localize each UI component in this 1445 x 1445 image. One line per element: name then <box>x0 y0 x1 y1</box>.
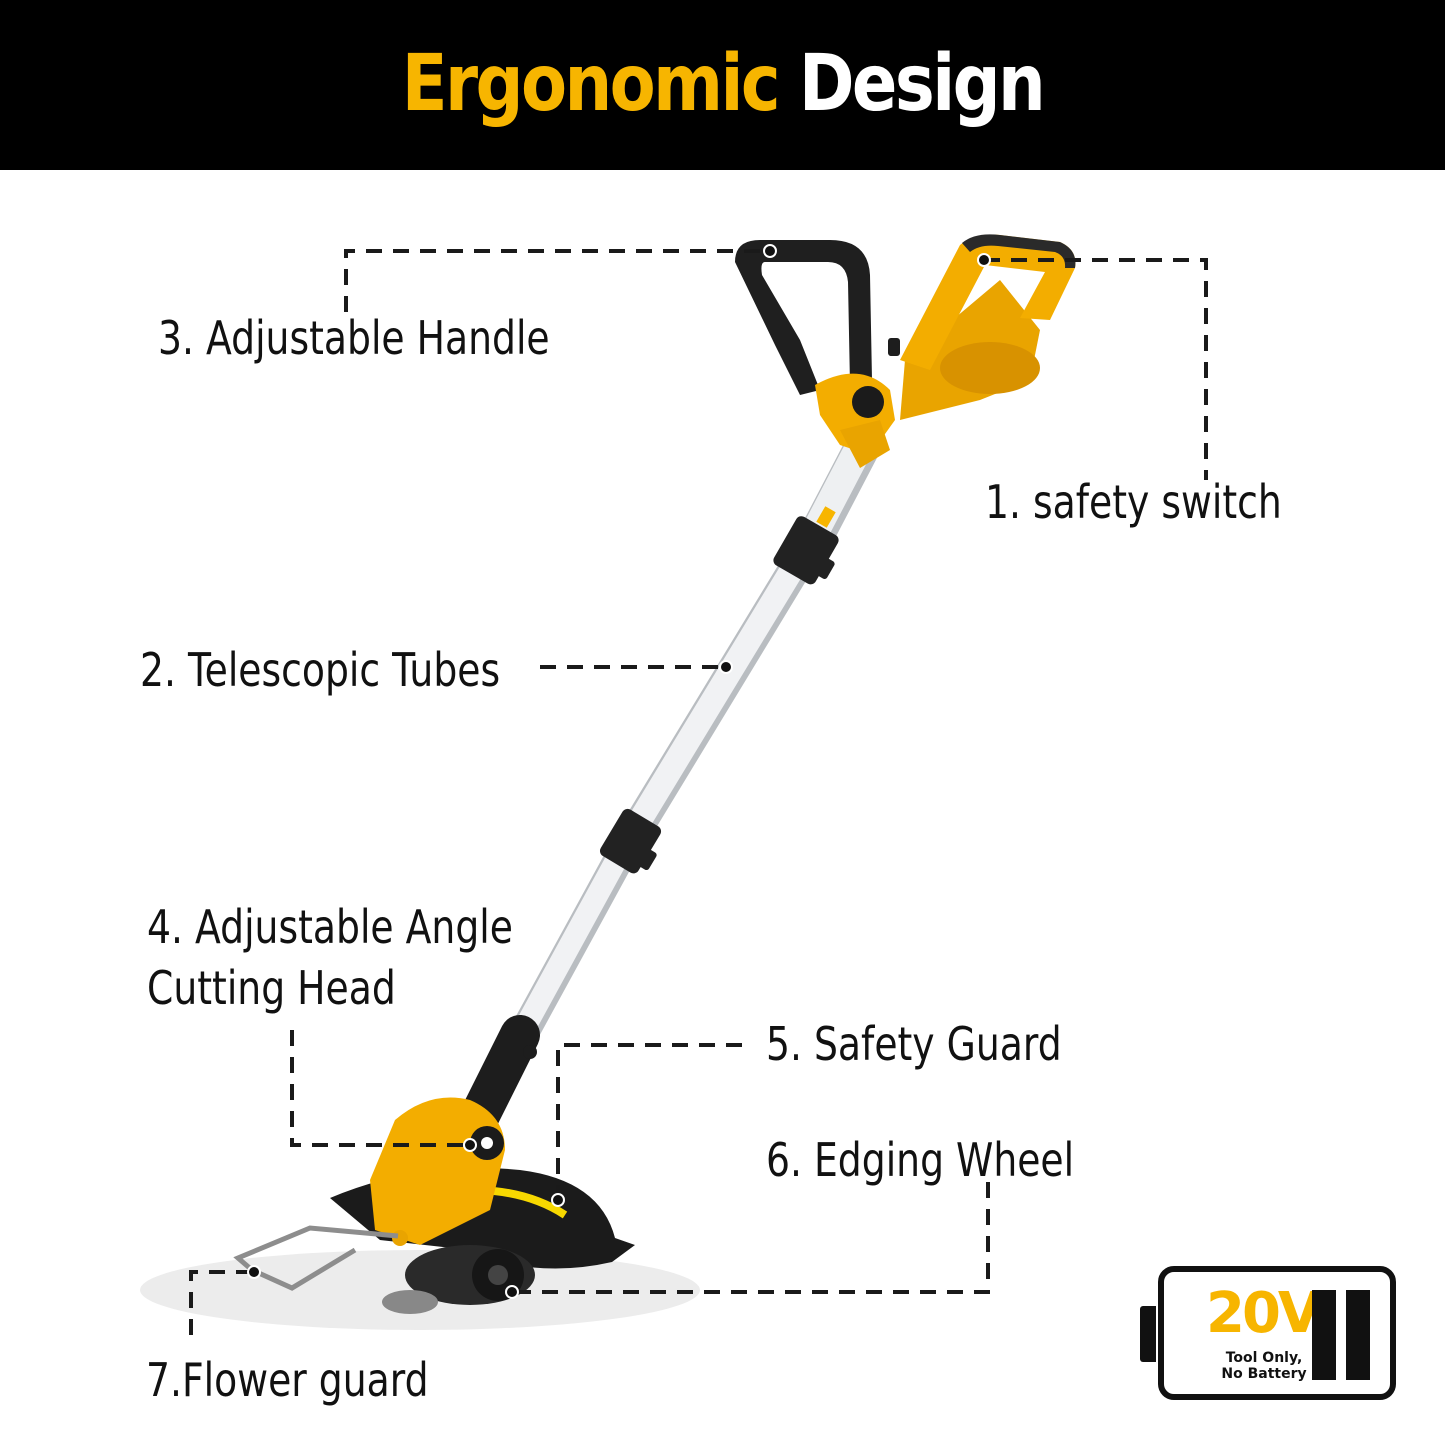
battery-voltage: 20V <box>1206 1281 1321 1346</box>
callout-dot-flower-guard <box>247 1265 261 1279</box>
callout-line-angle-head <box>290 1030 470 1147</box>
callout-line-edging-wheel <box>512 1182 990 1294</box>
label-telescopic-tubes: 2. Telescopic Tubes <box>140 643 501 697</box>
lower-joint <box>460 1015 540 1135</box>
rear-handle-grip <box>962 234 1076 268</box>
callout-line-safety-switch <box>984 258 1208 480</box>
motor-head-housing <box>370 1097 505 1245</box>
label-adjustable-handle: 3. Adjustable Handle <box>158 311 550 365</box>
rear-handle <box>900 234 1076 370</box>
callout-dot-safety-guard <box>551 1193 565 1207</box>
callout-line-handle <box>344 249 770 312</box>
battery-terminal-icon <box>1140 1306 1156 1362</box>
handle-pivot-knob <box>852 386 884 418</box>
joint-knob <box>523 1045 537 1059</box>
battery-badge: 20V Tool Only, No Battery <box>1140 1266 1398 1402</box>
tube-sticker <box>816 506 836 528</box>
label-adjustable-angle-line1: 4. Adjustable Angle <box>147 900 513 954</box>
callout-dot-angle-head <box>463 1138 477 1152</box>
title-rest: Design <box>798 39 1046 129</box>
battery-icon: 20V Tool Only, No Battery <box>1158 1266 1396 1400</box>
front-handle <box>735 240 872 395</box>
battery-note: Tool Only, No Battery <box>1221 1350 1307 1382</box>
title-banner: Ergonomic Design <box>0 0 1445 170</box>
battery-level-bar <box>1346 1290 1370 1380</box>
battery-level-bar <box>1312 1290 1336 1380</box>
callout-line-safety-guard <box>556 1043 742 1200</box>
page-title: Ergonomic Design <box>101 36 1344 132</box>
title-highlight: Ergonomic <box>401 39 781 129</box>
tube-clamp-upper <box>773 516 839 585</box>
callout-dots <box>247 244 991 1299</box>
label-flower-guard: 7.Flower guard <box>146 1353 429 1407</box>
middle-tube <box>617 553 809 847</box>
callout-dot-edging-wheel <box>505 1285 519 1299</box>
flower-guard-wire <box>233 1225 399 1291</box>
tube-clamp-lower <box>599 808 662 874</box>
callout-lines <box>189 249 1208 1335</box>
callout-line-flower-guard <box>189 1270 254 1335</box>
lower-tube <box>508 842 633 1046</box>
battery-mount <box>940 342 1040 394</box>
label-adjustable-angle-line2: Cutting Head <box>147 961 396 1015</box>
label-safety-guard: 5. Safety Guard <box>766 1017 1062 1071</box>
trimmer-line <box>382 1290 438 1314</box>
head-angle-knob-dot <box>481 1137 493 1149</box>
callout-dot-telescopic <box>719 660 733 674</box>
safety-switch-button <box>888 338 900 356</box>
tube-collar <box>840 420 890 468</box>
callout-dot-handle <box>763 244 777 258</box>
callout-dot-safety-switch <box>977 253 991 267</box>
edging-wheel-hub <box>488 1265 508 1285</box>
label-safety-switch: 1. safety switch <box>985 475 1282 529</box>
label-edging-wheel: 6. Edging Wheel <box>766 1133 1075 1187</box>
